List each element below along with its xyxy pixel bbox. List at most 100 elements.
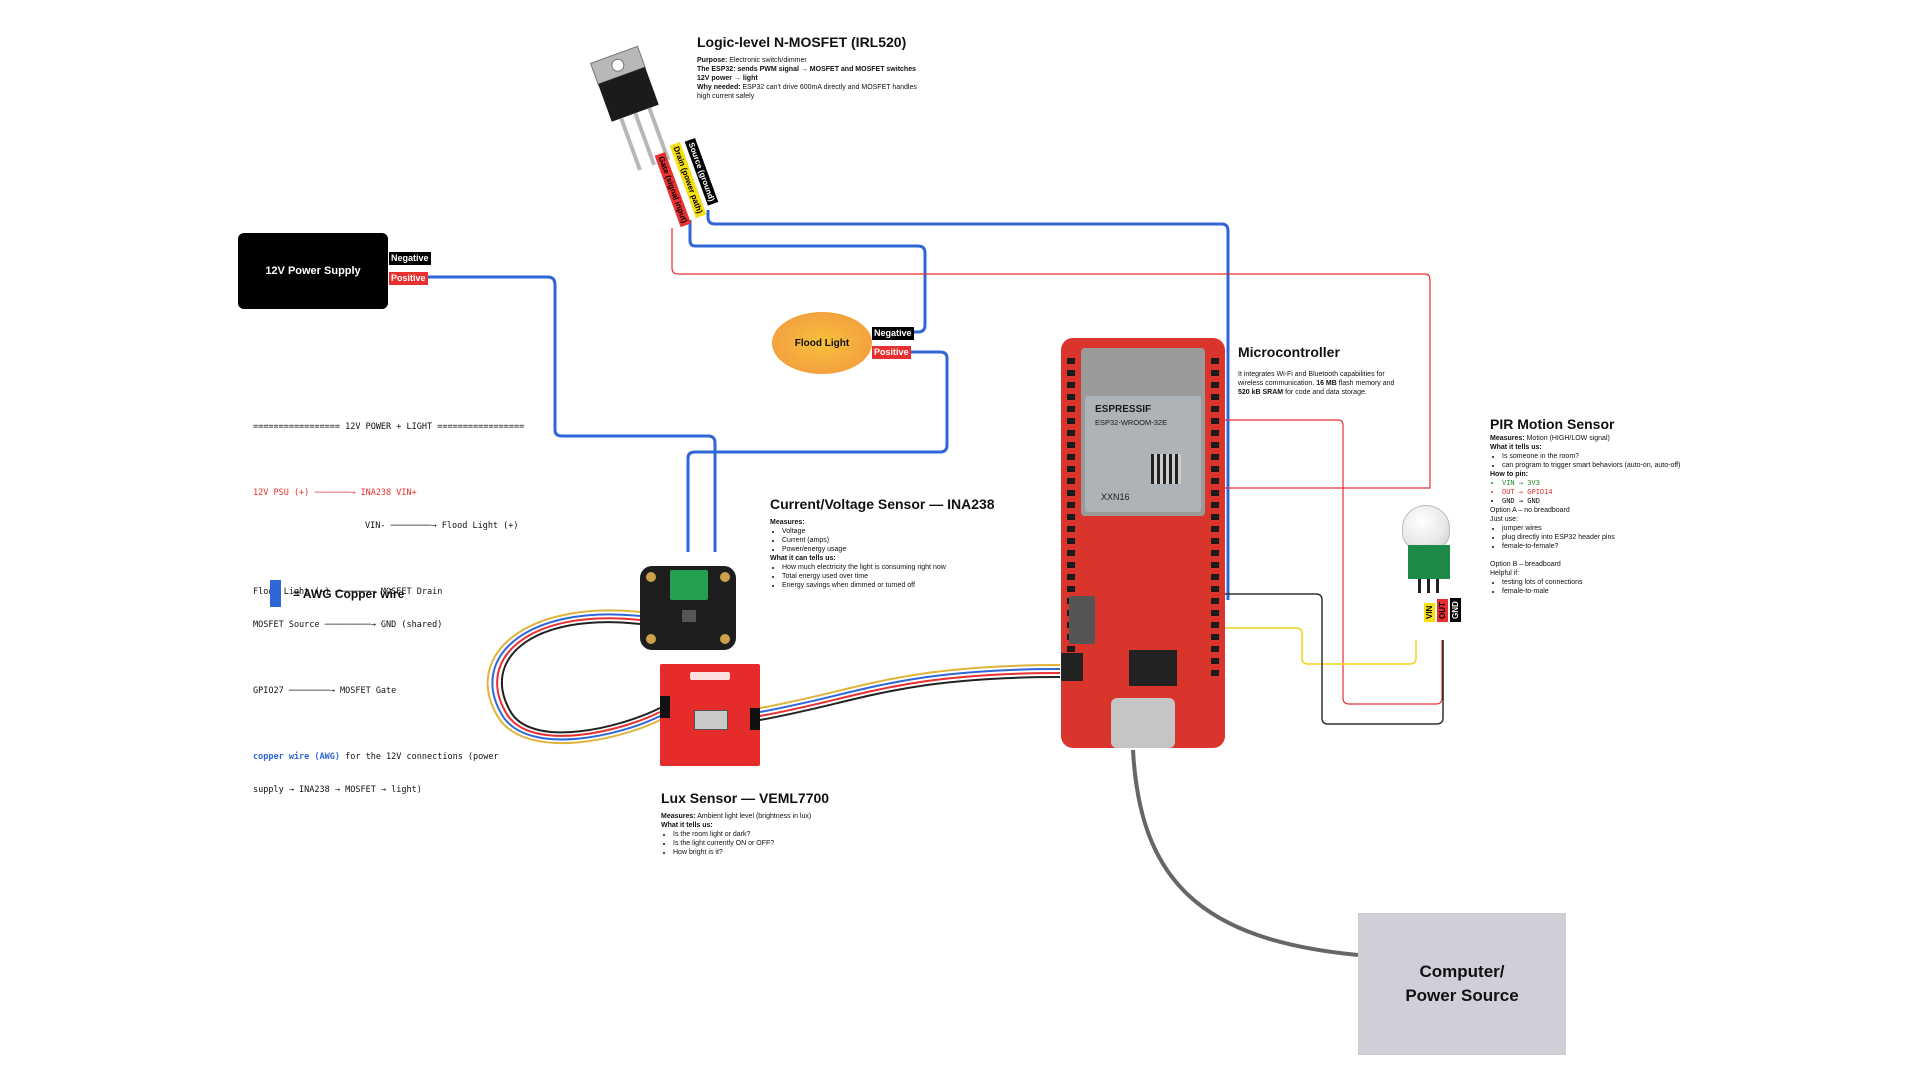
veml7700-board <box>660 664 760 766</box>
veml7700-logo <box>690 672 730 680</box>
mosfet-why: ESP32 can't drive 600mA directly and MOS… <box>697 84 917 100</box>
awg-legend-label: = AWG Copper wire <box>293 587 405 601</box>
notes-line4b: for the 12V connections (power <box>340 752 499 762</box>
mcu-desc-c: for code and data storage. <box>1283 389 1367 396</box>
lux-tell-item: Is the light currently ON or OFF? <box>673 839 881 848</box>
notes-line3: GPIO27 ────────→ MOSFET Gate <box>253 686 397 696</box>
computer-line1: Computer/ <box>1419 962 1505 981</box>
esp32-module: ESPRESSIF ESP32-WROOM-32E XXN16 <box>1081 348 1205 516</box>
ina238-tell-item: Total energy used over time <box>782 572 1010 581</box>
awg-wire-psu-to-ina <box>425 275 717 552</box>
pir-measures: Motion (HIGH/LOW signal) <box>1526 435 1610 442</box>
ina238-tell-item: Energy savings when dimmed or turned off <box>782 581 1010 590</box>
notes-line4c: supply → INA238 → MOSFET → light) <box>253 785 422 795</box>
pir-pins <box>1418 579 1444 593</box>
notes-line1a: 12V PSU (+) ───────→ INA238 VIN+ <box>253 488 417 498</box>
mosfet-purpose: Electronic switch/dimmer <box>729 57 807 64</box>
mosfet-component <box>580 45 671 225</box>
esp32-qr-code <box>1151 454 1181 484</box>
pir-out-wire <box>1222 419 1443 705</box>
pir-tell-item: Is someone in the room? <box>1502 452 1700 461</box>
power-supply-12v: 12V Power Supply <box>238 233 388 309</box>
psu-negative-tag: Negative <box>389 252 431 265</box>
pir-title: PIR Motion Sensor <box>1490 416 1615 432</box>
ina238-measure-item: Power/energy usage <box>782 545 1010 554</box>
ina238-measure-item: Voltage <box>782 527 1010 536</box>
gate-wire <box>671 228 1431 489</box>
mcu-flash: 16 MB <box>1316 380 1337 387</box>
notes-line2a: Flood Light (−) ───────→ MOSFET Drain <box>253 587 443 597</box>
lux-measures-label: Measures: <box>661 813 696 820</box>
mcu-title: Microcontroller <box>1238 344 1340 360</box>
ina238-terminal-block <box>670 570 708 600</box>
esp32-usb-c-port <box>1111 698 1175 748</box>
esp32-board: ESPRESSIF ESP32-WROOM-32E XXN16 <box>1061 338 1225 748</box>
ina238-mount-hole-tr <box>720 572 730 582</box>
lux-tell-item: How bright is it? <box>673 848 881 857</box>
pir-dome <box>1402 505 1450 551</box>
pir-opt-b-item: female-to-male <box>1502 587 1700 596</box>
lux-tells-label: What it tells us: <box>661 822 713 829</box>
ina238-info: Current/Voltage Sensor — INA238 Measures… <box>770 496 1010 590</box>
pir-tells-label: What it tells us: <box>1490 444 1542 451</box>
mcu-info: Microcontroller It integrates Wi-Fi and … <box>1238 344 1408 397</box>
esp32-chip-model: ESP32-WROOM-32E <box>1095 418 1168 427</box>
esp32-chip-brand: ESPRESSIF <box>1095 404 1152 415</box>
ina238-measure-item: Current (amps) <box>782 536 1010 545</box>
notes-header: ================= 12V POWER + LIGHT ====… <box>253 422 525 432</box>
pir-opt-a-item: female-to-female? <box>1502 542 1700 551</box>
ina238-tell-item: How much electricity the light is consum… <box>782 563 1010 572</box>
notes-line2b: MOSFET Source ─────────→ GND (shared) <box>253 620 443 630</box>
pir-out-label: OUT <box>1437 599 1448 622</box>
pir-vin-wire <box>1225 627 1417 665</box>
computer-line2: Power Source <box>1405 986 1519 1005</box>
mosfet-purpose-label: Purpose: <box>697 57 728 64</box>
ina238-mount-hole-bl <box>646 634 656 644</box>
pir-pin-out: OUT → GPIO14 <box>1502 488 1700 497</box>
mosfet-why-label: Why needed: <box>697 84 741 91</box>
pir-opt-b-item: testing lots of connections <box>1502 578 1700 587</box>
pir-board <box>1408 545 1450 579</box>
pir-gnd-label: GND <box>1450 598 1461 622</box>
ina238-measures-label: Measures: <box>770 519 805 526</box>
ina238-board <box>640 566 736 650</box>
pir-howto-label: How to pin: <box>1490 471 1529 478</box>
pir-just-use: Just use: <box>1490 516 1519 523</box>
mcu-sram: 520 kB SRAM <box>1238 389 1284 396</box>
awg-wire-ina-to-flood <box>686 350 949 552</box>
esp32-ic-chip <box>1129 650 1177 686</box>
notes-line1b: VIN- ────────→ Flood Light (+) <box>365 521 519 531</box>
ina238-tells-label: What it can tells us: <box>770 555 836 562</box>
esp32-pin-header-right <box>1211 358 1219 678</box>
mosfet-icon <box>589 45 671 171</box>
pir-option-b: Option B – breadboard <box>1490 561 1561 568</box>
lux-tell-item: Is the room light or dark? <box>673 830 881 839</box>
psu-label: 12V Power Supply <box>265 265 361 277</box>
psu-positive-tag: Positive <box>389 272 428 285</box>
ina238-title: Current/Voltage Sensor — INA238 <box>770 496 995 512</box>
awg-wire-flood-to-drain <box>688 220 927 334</box>
mosfet-title: Logic-level N-MOSFET (IRL520) <box>697 34 907 50</box>
veml7700-sensor-chip <box>694 710 728 730</box>
veml7700-connector-left <box>660 696 670 718</box>
pir-opt-a-item: plug directly into ESP32 header pins <box>1502 533 1700 542</box>
pir-measures-label: Measures: <box>1490 435 1525 442</box>
pir-gnd-wire <box>1225 593 1444 725</box>
veml7700-connector-right <box>750 708 760 730</box>
ina238-mount-hole-br <box>720 634 730 644</box>
mcu-desc-a: It integrates Wi-Fi and Bluetooth capabi… <box>1238 371 1385 387</box>
esp32-chip-code: XXN16 <box>1101 492 1130 502</box>
ina238-mount-hole-tl <box>646 572 656 582</box>
pir-vin-label: VIN <box>1424 602 1435 622</box>
awg-legend-swatch <box>270 580 281 607</box>
notes-copper-wire: copper wire (AWG) <box>253 752 340 762</box>
wiring-notes: ================= 12V POWER + LIGHT ====… <box>253 400 524 807</box>
pir-tell-item: can program to trigger smart behaviors (… <box>1502 461 1700 470</box>
mcu-desc-b: flash memory and <box>1336 380 1395 387</box>
flood-light-label: Flood Light <box>794 337 850 349</box>
lux-title: Lux Sensor — VEML7700 <box>661 790 830 806</box>
pir-option-a: Option A – no breadboard <box>1490 507 1570 514</box>
pir-sensor <box>1400 505 1460 595</box>
qwiic-cable-ina-to-lux <box>486 609 661 745</box>
